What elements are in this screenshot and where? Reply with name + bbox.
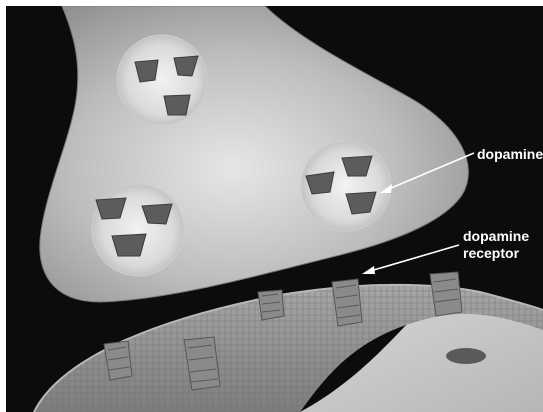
membrane-pore	[446, 348, 486, 364]
vesicle	[117, 35, 207, 125]
vesicle	[301, 141, 391, 231]
dopamine-molecule	[164, 95, 190, 115]
dopamine-receptor-label-line1: dopamine	[463, 228, 529, 245]
dopamine-molecule	[112, 234, 146, 256]
dopamine-receptor	[258, 290, 284, 320]
dopamine-receptor	[430, 272, 462, 316]
dopamine-receptor-label-line2: receptor	[463, 245, 519, 262]
vesicle	[92, 184, 184, 276]
dopamine-label: dopamine	[477, 146, 543, 163]
